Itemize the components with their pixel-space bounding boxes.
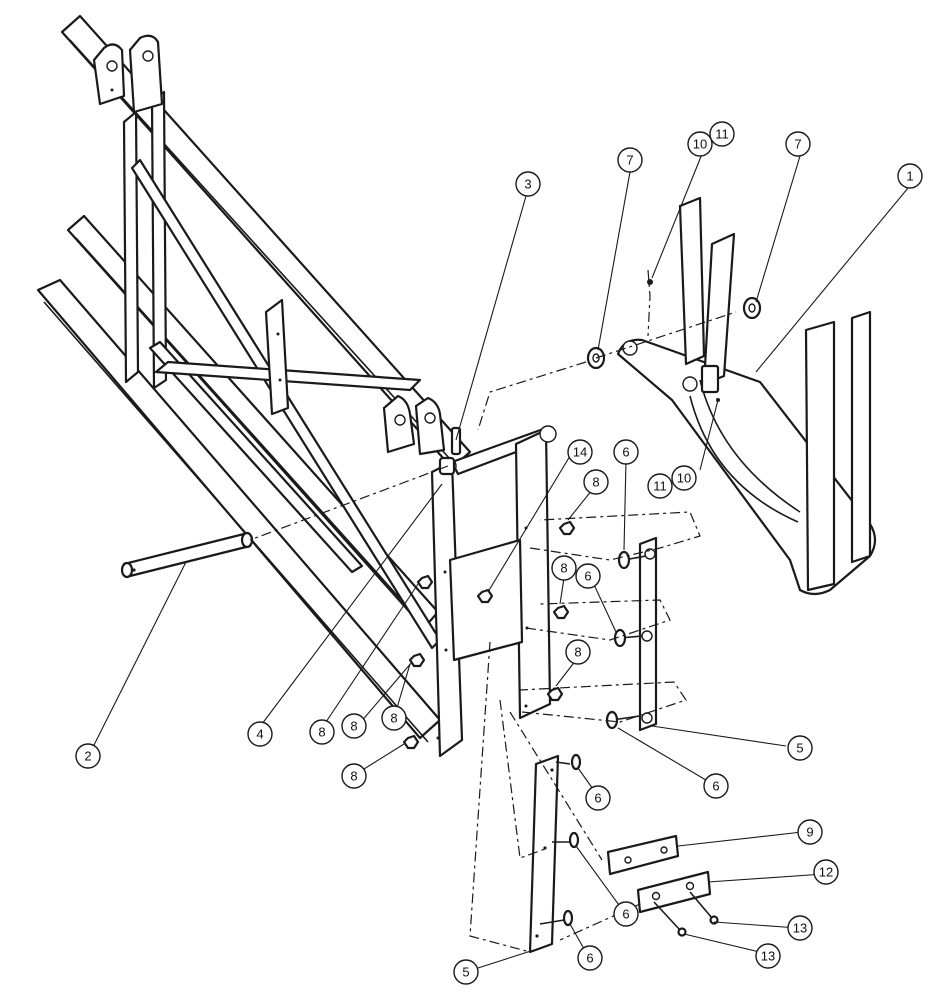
callout-8f: 8	[381, 705, 407, 731]
svg-text:10: 10	[693, 137, 707, 152]
svg-text:8: 8	[350, 719, 357, 734]
svg-text:6: 6	[712, 779, 719, 794]
callout-8d: 8	[309, 719, 335, 745]
svg-text:6: 6	[584, 569, 591, 584]
callout-11a: 11	[709, 121, 735, 147]
svg-text:10: 10	[677, 471, 691, 486]
svg-text:8: 8	[560, 561, 567, 576]
svg-text:1: 1	[906, 169, 913, 184]
callout-6a: 6	[613, 439, 639, 465]
pivot-pin	[120, 531, 254, 579]
svg-text:6: 6	[586, 951, 593, 966]
svg-text:8: 8	[390, 711, 397, 726]
callout-2: 2	[75, 743, 101, 769]
svg-text:5: 5	[462, 965, 469, 980]
svg-text:13: 13	[793, 921, 807, 936]
callout-8g: 8	[341, 763, 367, 789]
svg-text:8: 8	[350, 769, 357, 784]
svg-text:8: 8	[318, 725, 325, 740]
callout-13b: 13	[755, 943, 781, 969]
callout-10b: 10	[671, 465, 697, 491]
svg-text:2: 2	[84, 749, 91, 764]
svg-text:13: 13	[761, 949, 775, 964]
pivot-bracket	[430, 425, 557, 758]
callout-8e: 8	[341, 713, 367, 739]
callout-9: 9	[797, 819, 823, 845]
callout-11b: 11	[647, 473, 673, 499]
svg-text:7: 7	[626, 153, 633, 168]
svg-text:5: 5	[796, 741, 803, 756]
callout-8c: 8	[565, 639, 591, 665]
svg-text:7: 7	[794, 137, 801, 152]
callout-4: 4	[247, 721, 273, 747]
svg-text:6: 6	[594, 791, 601, 806]
callout-13a: 13	[787, 915, 813, 941]
callout-5b: 5	[453, 959, 479, 985]
svg-text:12: 12	[819, 865, 833, 880]
svg-text:11: 11	[715, 127, 729, 142]
clamp-plates	[606, 834, 719, 937]
callout-14: 14	[567, 439, 593, 465]
svg-text:9: 9	[806, 825, 813, 840]
callout-7a: 7	[617, 147, 643, 173]
callout-6b: 6	[575, 563, 601, 589]
wear-straps	[528, 536, 658, 954]
outer-boom-section	[616, 196, 877, 596]
leader-lines	[93, 153, 909, 969]
svg-text:14: 14	[573, 445, 587, 460]
boom-frame	[36, 14, 472, 743]
callout-8a: 8	[583, 469, 609, 495]
callout-6e: 6	[613, 901, 639, 927]
svg-text:11: 11	[653, 479, 667, 494]
svg-text:6: 6	[622, 907, 629, 922]
lock-nuts	[402, 520, 576, 750]
callout-6c: 6	[703, 773, 729, 799]
callout-7b: 7	[785, 131, 811, 157]
svg-text:8: 8	[592, 475, 599, 490]
svg-text:3: 3	[524, 177, 531, 192]
callout-8b: 8	[551, 555, 577, 581]
svg-text:8: 8	[574, 645, 581, 660]
callout-1: 1	[897, 163, 923, 189]
callout-6d: 6	[585, 785, 611, 811]
callout-6f: 6	[577, 945, 603, 971]
callout-balloons: 1 2 3 4 5 5 6 6 6 6 6 6 7 7 8 8 8 8 8 8 …	[75, 121, 923, 985]
callout-5a: 5	[787, 735, 813, 761]
svg-text:4: 4	[256, 727, 263, 742]
callout-10a: 10	[687, 131, 713, 157]
svg-text:6: 6	[622, 445, 629, 460]
callout-12: 12	[813, 859, 839, 885]
callout-3: 3	[515, 171, 541, 197]
